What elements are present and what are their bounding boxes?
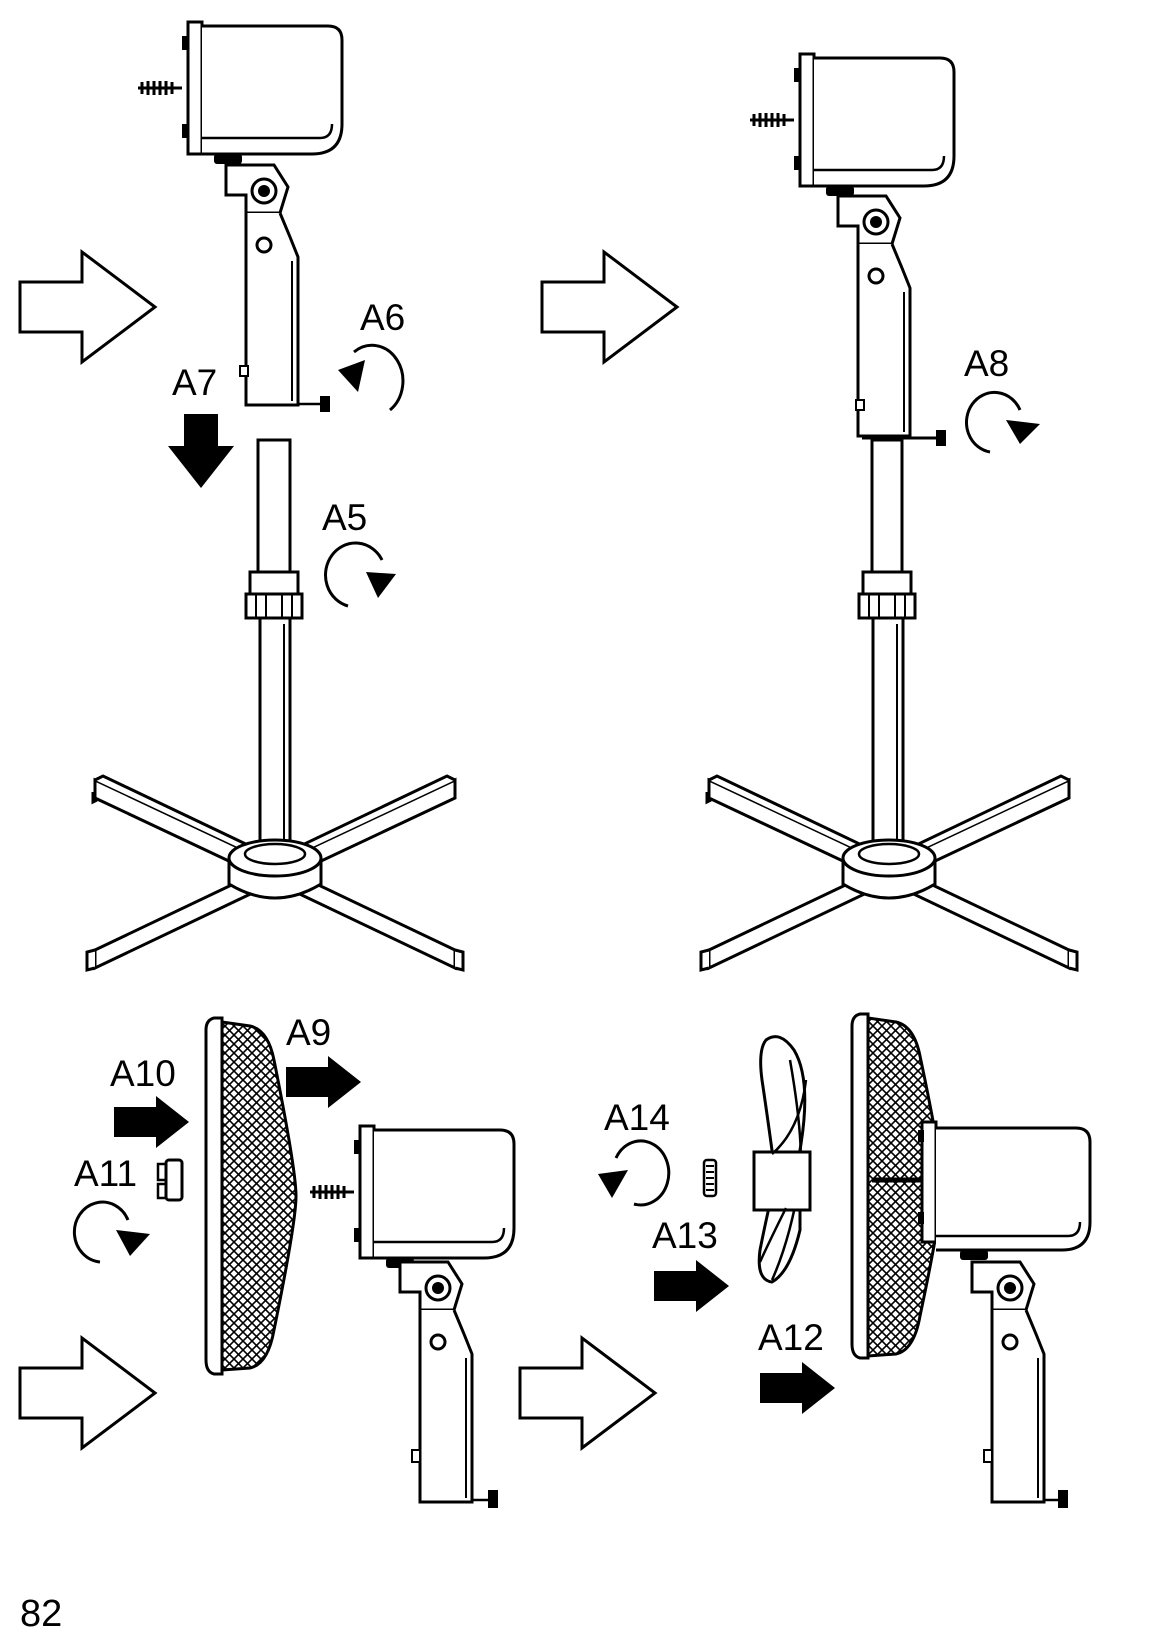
rear-grille-rim	[204, 1016, 224, 1376]
flow-arrow-icon-3	[18, 1336, 157, 1450]
label-a13: A13	[652, 1215, 718, 1256]
lock-screw-1	[320, 396, 330, 412]
lock-screw-4	[1058, 1490, 1068, 1508]
motor-head-4	[936, 1126, 1092, 1252]
pole-collar-2	[857, 570, 917, 620]
label-a11: A11	[74, 1153, 137, 1194]
tilt-bracket-3	[398, 1260, 474, 1504]
blade-hub	[752, 1150, 812, 1212]
tilt-bracket-2	[836, 194, 912, 438]
pole-lower-1	[258, 616, 292, 850]
rotate-ccw-icon-a6	[338, 360, 365, 392]
motor-head-2	[748, 52, 956, 198]
knob-1	[239, 365, 249, 377]
label-a9: A9	[286, 1012, 331, 1053]
flow-arrow-icon-4	[518, 1336, 657, 1450]
panel-step-2: A8	[540, 52, 1079, 972]
pole-upper-1	[256, 438, 292, 582]
panel-step-1: A7 A6 A5	[18, 20, 465, 972]
tilt-bracket-1	[224, 163, 300, 407]
push-arrow-icon-a12	[760, 1362, 835, 1414]
label-a7: A7	[172, 362, 217, 403]
page-number: 82	[20, 1593, 62, 1635]
flow-arrow-icon-1	[18, 250, 157, 364]
pole-collar-1	[244, 570, 304, 620]
push-arrow-icon-a9	[286, 1056, 361, 1108]
pole-upper-2	[870, 438, 904, 582]
grille-nut	[164, 1158, 184, 1202]
lock-screw-3	[488, 1490, 498, 1508]
pole-lower-2	[871, 616, 905, 850]
label-a12: A12	[758, 1317, 824, 1358]
motor-head-1	[136, 20, 344, 166]
label-a10: A10	[110, 1053, 176, 1094]
label-a8: A8	[964, 343, 1009, 384]
push-arrow-icon-a13	[654, 1260, 729, 1312]
panel-step-3: A9 A10 A11	[18, 1012, 516, 1508]
label-a5: A5	[322, 497, 367, 538]
mounted-grille-rim	[850, 1012, 870, 1360]
rotate-cw-icon-a8	[1006, 420, 1040, 444]
rotate-cw-icon-a5	[366, 572, 396, 598]
down-arrow-icon	[168, 414, 234, 488]
tilt-bracket-4	[970, 1260, 1046, 1504]
flow-arrow-icon-2	[540, 250, 679, 364]
motor-head-3	[308, 1124, 516, 1270]
push-arrow-icon-a10	[114, 1096, 189, 1148]
lock-screw-2	[936, 430, 946, 446]
rear-grille	[220, 1020, 298, 1372]
panel-step-4: A14 A13 A12	[518, 1012, 1092, 1508]
rotate-cw-icon-a11	[116, 1230, 150, 1256]
label-a6: A6	[360, 297, 405, 338]
label-a14: A14	[604, 1097, 670, 1138]
rotate-ccw-icon-a14	[598, 1170, 628, 1198]
